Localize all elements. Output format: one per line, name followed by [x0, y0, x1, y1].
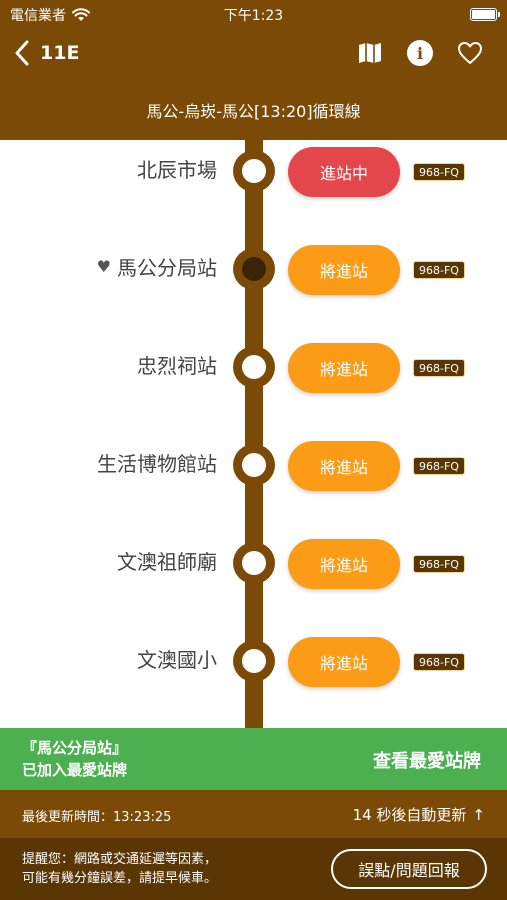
- last-updated: 最後更新時間：13:23:25: [22, 810, 172, 825]
- stop-row[interactable]: 北辰市場 進站中 968-FQ: [0, 140, 507, 238]
- delay-notice: 提醒您：網路或交通延遲等因素， 可能有幾分鐘誤差，請提早候車。: [22, 850, 217, 888]
- map-icon: [359, 43, 381, 63]
- battery-icon: [470, 8, 500, 21]
- stop-dot: [233, 248, 275, 290]
- favorite-added-text: 已加入最愛站牌: [22, 761, 128, 779]
- report-button[interactable]: 誤點/問題回報: [331, 849, 487, 889]
- arrival-status-button[interactable]: 將進站: [288, 245, 400, 295]
- stop-dot: [233, 542, 275, 584]
- arrival-status-button[interactable]: 將進站: [288, 637, 400, 687]
- arrival-status-button[interactable]: 進站中: [288, 147, 400, 197]
- stop-dot: [233, 346, 275, 388]
- arrival-status-button[interactable]: 將進站: [288, 539, 400, 589]
- stop-dot: [233, 640, 275, 682]
- notice-line-1: 提醒您：網路或交通延遲等因素，: [22, 852, 218, 867]
- stop-name-label: 文澳祖師廟: [117, 550, 217, 574]
- stop-name: 忠烈祠站: [137, 350, 217, 379]
- arrow-up-icon: ↑: [472, 805, 485, 824]
- stop-row[interactable]: 生活博物館站 將進站 968-FQ: [0, 434, 507, 532]
- stop-row[interactable]: 文澳國小 將進站 968-FQ: [0, 630, 507, 728]
- bus-plate-badge: 968-FQ: [413, 261, 465, 279]
- info-icon: i: [407, 40, 433, 66]
- auto-refresh-text: 14 秒後自動更新: [352, 806, 467, 824]
- stop-row[interactable]: 文澳祖師廟 將進站 968-FQ: [0, 532, 507, 630]
- notice-line-2: 可能有幾分鐘誤差，請提早候車。: [22, 871, 218, 886]
- route-subtitle: 馬公-烏崁-馬公[13:20]循環線: [146, 102, 361, 121]
- stop-name-label: 北辰市場: [137, 158, 217, 182]
- nav-bar: 11E i 馬公-烏崁-馬公[13:20]循環線: [0, 30, 507, 140]
- wifi-icon: [72, 8, 90, 21]
- favorite-message: 『馬公分局站』 已加入最愛站牌: [22, 737, 127, 781]
- favorite-button[interactable]: [457, 40, 483, 66]
- carrier: 電信業者: [10, 5, 90, 25]
- stop-name-label: 生活博物館站: [97, 452, 217, 476]
- heart-icon: [458, 42, 482, 64]
- favorite-added-banner: 『馬公分局站』 已加入最愛站牌 查看最愛站牌: [0, 728, 507, 790]
- stop-dot: [233, 150, 275, 192]
- back-button[interactable]: 11E: [14, 38, 79, 68]
- carrier-name: 電信業者: [10, 8, 66, 24]
- stop-name: 生活博物館站: [97, 448, 217, 477]
- stop-name: 文澳祖師廟: [117, 546, 217, 575]
- stop-name: 北辰市場: [137, 154, 217, 183]
- stop-name-label: 馬公分局站: [117, 256, 217, 280]
- status-bar: 電信業者 下午1:23: [0, 0, 507, 30]
- bus-plate-badge: 968-FQ: [413, 555, 465, 573]
- footer: 提醒您：網路或交通延遲等因素， 可能有幾分鐘誤差，請提早候車。 誤點/問題回報: [0, 838, 507, 900]
- route-number: 11E: [40, 42, 80, 64]
- arrival-status-button[interactable]: 將進站: [288, 343, 400, 393]
- status-time: 下午1:23: [223, 8, 284, 24]
- stop-name: 文澳國小: [137, 644, 217, 673]
- stop-row[interactable]: ♥ 馬公分局站 將進站 968-FQ: [0, 238, 507, 336]
- map-button[interactable]: [357, 40, 383, 66]
- favorite-stop-name: 『馬公分局站』: [22, 739, 128, 757]
- favorite-heart-icon: ♥: [96, 257, 111, 276]
- bus-plate-badge: 968-FQ: [413, 653, 465, 671]
- auto-refresh[interactable]: 14 秒後自動更新 ↑: [353, 804, 485, 825]
- stop-name: ♥ 馬公分局站: [97, 252, 217, 281]
- bus-plate-badge: 968-FQ: [413, 163, 465, 181]
- info-button[interactable]: i: [407, 40, 433, 66]
- stop-name-label: 忠烈祠站: [137, 354, 217, 378]
- arrival-status-button[interactable]: 將進站: [288, 441, 400, 491]
- bus-plate-badge: 968-FQ: [413, 359, 465, 377]
- back-chevron-icon: [15, 40, 29, 66]
- bus-plate-badge: 968-FQ: [413, 457, 465, 475]
- update-bar: 最後更新時間：13:23:25 14 秒後自動更新 ↑: [0, 790, 507, 838]
- stop-name-label: 文澳國小: [137, 648, 217, 672]
- view-favorites-button[interactable]: 查看最愛站牌: [373, 751, 481, 772]
- stop-dot: [233, 444, 275, 486]
- stop-row[interactable]: 忠烈祠站 將進站 968-FQ: [0, 336, 507, 434]
